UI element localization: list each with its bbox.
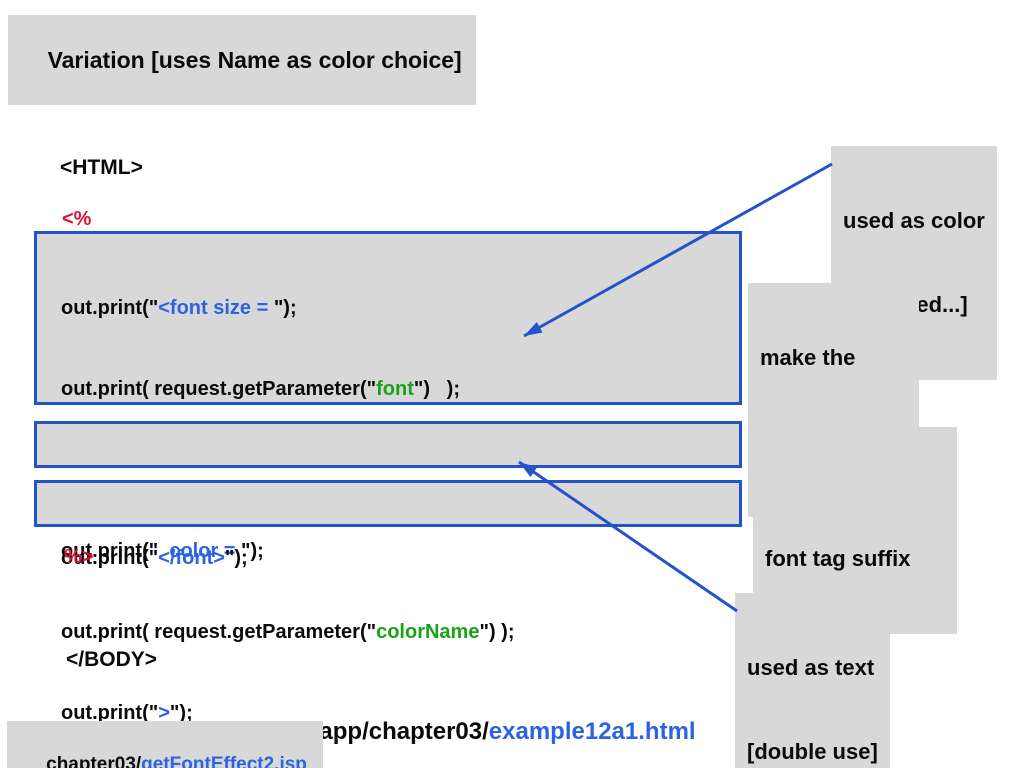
codebox-font-suffix: out.print("</font>");	[34, 480, 742, 569]
code-seg-black: ");	[169, 702, 193, 724]
code-seg-black: out.print("	[61, 297, 159, 319]
jsp-file-link: getFontEffect2.jsp	[141, 754, 307, 768]
code-seg-black: ");	[235, 540, 264, 562]
code-line-get-font: out.print( request.getParameter("font") …	[61, 376, 739, 403]
code-line-font-size: out.print("<font size = ");	[61, 295, 739, 322]
callout-line: used as color	[843, 208, 985, 233]
code-seg-blue: </font>	[158, 547, 225, 569]
slide-title: Variation [uses Name as color choice]	[8, 15, 476, 105]
jsp-open-delimiter: <%	[62, 208, 92, 230]
codebox-font-prefix-code: out.print("<font size = "); out.print( r…	[37, 234, 739, 768]
code-line-close-angle: out.print(">");	[61, 700, 739, 727]
callout-line: make the	[760, 345, 856, 370]
code-line-color: out.print(" color = ");	[61, 538, 739, 565]
codebox-font-text: out.print( request.getParameter("Name") …	[34, 421, 742, 510]
slide-title-text: Variation [uses Name as color choice]	[47, 47, 462, 73]
callout-line: [double use]	[747, 739, 878, 764]
code-line-font-close: out.print("</font>");	[61, 545, 739, 572]
code-seg-green: font	[376, 378, 414, 400]
code-seg-blue: <font size =	[158, 297, 269, 319]
jsp-close-delimiter: %>	[64, 546, 94, 568]
codebox-font-prefix: out.print("<font size = "); out.print( r…	[34, 231, 742, 724]
callout-line: used as text	[747, 655, 875, 680]
code-seg-black: out.print( request.getParameter("	[61, 378, 377, 400]
code-seg-black: ") );	[413, 378, 460, 400]
code-seg-black: ");	[268, 297, 297, 319]
code-seg-blue: >	[158, 702, 170, 724]
code-line-body-close: </BODY>	[66, 648, 158, 671]
code-line-html-open: <HTML>	[60, 156, 143, 179]
callout-line: font tag suffix	[765, 546, 911, 571]
code-seg-black: out.print("	[61, 702, 159, 724]
code-line-get-colorname: out.print( request.getParameter("colorNa…	[61, 619, 739, 646]
footer-jsp-line: chapter03/getFontEffect2.jsp	[7, 721, 323, 768]
code-seg-black: ") );	[479, 621, 515, 643]
jsp-path-text: chapter03/	[46, 754, 142, 768]
code-seg-black: out.print("	[61, 547, 159, 569]
code-seg-blue: color =	[169, 540, 236, 562]
code-seg-black: out.print( request.getParameter("	[61, 621, 377, 643]
url-file-link: example12a1.html	[488, 718, 696, 745]
code-seg-green: colorName	[376, 621, 480, 643]
codebox-font-suffix-code: out.print("</font>");	[37, 483, 739, 626]
callout-used-as-text: used as text [double use]	[735, 593, 890, 768]
code-seg-black: out.print("	[61, 540, 170, 562]
code-seg-black: ");	[224, 547, 248, 569]
